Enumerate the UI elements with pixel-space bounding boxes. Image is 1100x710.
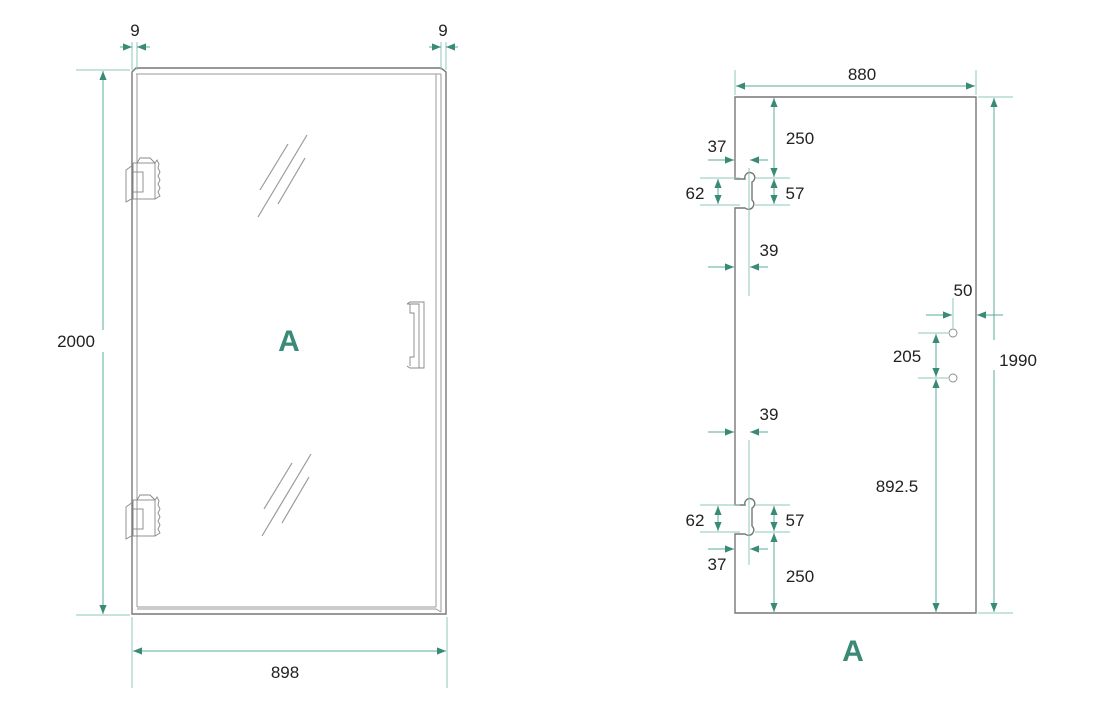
dim-height-1990: 1990: [978, 96, 1037, 614]
view-label-right: A: [842, 635, 864, 668]
glass-reflection-top: [257, 134, 308, 218]
glass-outline: [734, 96, 977, 614]
right-view: A 880 1990 250 37: [686, 65, 1037, 668]
dim-handle-spacing: 205: [893, 332, 948, 379]
dim-width-880: 880: [734, 65, 977, 95]
dim-width-898: 898: [131, 617, 448, 688]
svg-text:9: 9: [438, 21, 447, 40]
svg-text:39: 39: [760, 405, 779, 424]
dim-frame-left: 9: [120, 21, 150, 70]
svg-text:1990: 1990: [999, 351, 1037, 370]
svg-text:898: 898: [271, 663, 299, 682]
handle-hole-bottom: [948, 373, 958, 383]
dim-height-2000: 2000: [57, 69, 130, 616]
handle: [406, 301, 425, 369]
svg-text:250: 250: [786, 129, 814, 148]
svg-text:57: 57: [786, 511, 805, 530]
svg-text:892.5: 892.5: [876, 477, 919, 496]
dim-hinge-bottom-cut: 62: [686, 504, 740, 533]
view-label-left: A: [278, 325, 300, 358]
dim-handle-height: 892.5: [876, 379, 940, 612]
dim-hinge-top-spacing: 57: [755, 177, 805, 206]
dim-hinge-top-offset: 250: [770, 98, 814, 177]
handle-hole-top: [948, 328, 958, 338]
glass-reflection-bottom: [261, 453, 312, 537]
dim-hinge-bottom-offset: 250: [770, 533, 814, 612]
dim-hinge-top-cut: 62: [686, 177, 740, 206]
dim-handle-edge-offset: 50: [926, 281, 1003, 328]
svg-text:9: 9: [130, 21, 139, 40]
svg-text:39: 39: [760, 241, 779, 260]
svg-text:250: 250: [786, 567, 814, 586]
svg-text:2000: 2000: [57, 332, 95, 351]
svg-text:37: 37: [708, 137, 727, 156]
svg-text:57: 57: [786, 184, 805, 203]
svg-text:62: 62: [686, 184, 705, 203]
dim-frame-right: 9: [429, 21, 458, 70]
dim-hinge-bottom-inset: 39: [708, 405, 779, 436]
dim-hinge-top-notch: 37: [708, 137, 768, 164]
svg-text:62: 62: [686, 511, 705, 530]
hinge-top: [125, 157, 161, 203]
left-view: A 9 9 2000: [57, 21, 458, 688]
dim-hinge-bottom-spacing: 57: [755, 504, 805, 533]
svg-text:50: 50: [954, 281, 973, 300]
dim-hinge-bottom-notch: 37: [708, 545, 768, 574]
dim-hinge-top-inset: 39: [708, 241, 779, 271]
svg-text:37: 37: [708, 555, 727, 574]
hinge-bottom: [125, 494, 161, 540]
svg-text:880: 880: [848, 65, 876, 84]
svg-text:205: 205: [893, 347, 921, 366]
